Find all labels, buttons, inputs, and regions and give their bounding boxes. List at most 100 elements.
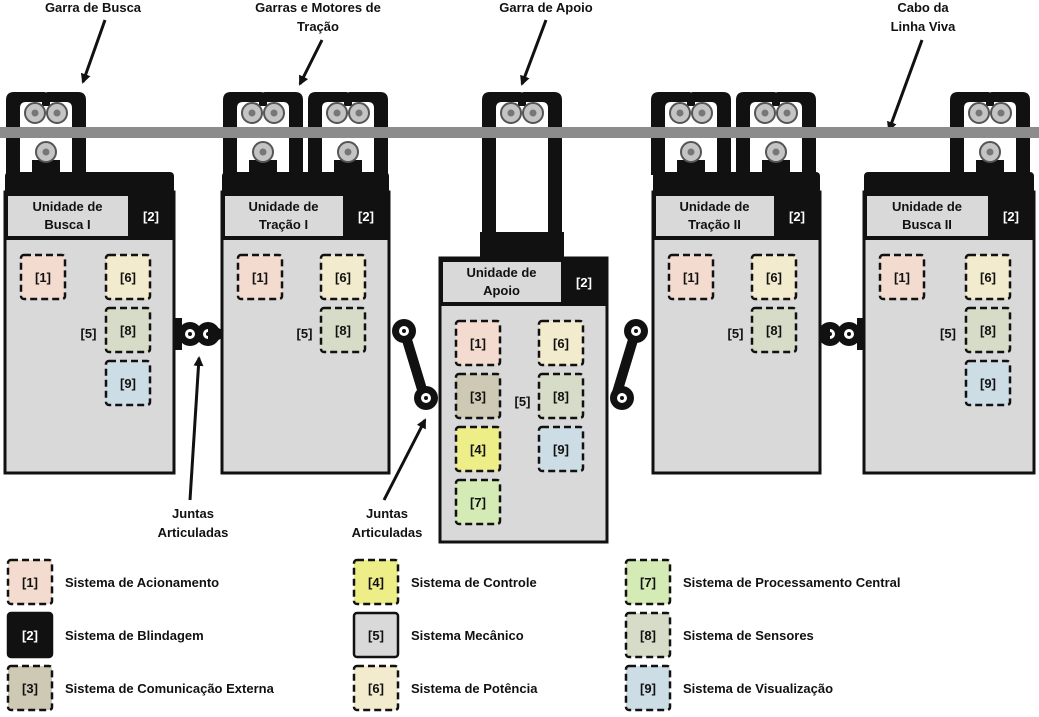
claw-right-arm: [261, 92, 303, 175]
claw-rollers: [24, 102, 68, 163]
unit-mechanical-code: [5]: [940, 326, 956, 341]
subsystem-box: [3]: [454, 372, 502, 420]
subsystem-box-frame: [104, 253, 152, 301]
claw-motor-post: [762, 160, 790, 175]
unit-shield-code: [2]: [789, 209, 805, 224]
subsystem-box-frame: [236, 253, 284, 301]
legend-swatch: [624, 558, 672, 606]
subsystem-box: [9]: [537, 425, 585, 473]
subsystem-box-frame: [964, 359, 1012, 407]
legend-label: Sistema de Processamento Central: [683, 575, 900, 590]
subsystem-code: [8]: [980, 323, 996, 338]
subsystem-code: [9]: [120, 376, 136, 391]
subsystem-box-frame: [104, 359, 152, 407]
upper-roller-right-hub: [270, 109, 278, 117]
subsystem-code: [6]: [335, 270, 351, 285]
claw-motor-post: [677, 160, 705, 175]
subsystem-box-frame: [19, 253, 67, 301]
upper-roller-left-hub: [761, 109, 769, 117]
legend-label: Sistema de Comunicação Externa: [65, 681, 275, 696]
upper-roller-right-hub: [997, 109, 1005, 117]
subsystem-box-frame: [454, 372, 502, 420]
subsystem-box: [1]: [454, 319, 502, 367]
subsystem-box-frame: [537, 425, 585, 473]
claw-right-arm: [689, 92, 731, 175]
upper-roller-right-hub: [783, 109, 791, 117]
subsystem-box-frame: [878, 253, 926, 301]
subsystem-code: [3]: [470, 389, 486, 404]
joint-pin-center: [402, 329, 406, 333]
subsystem-code: [7]: [470, 495, 486, 510]
claw-rollers: [669, 102, 713, 163]
legend-code: [8]: [640, 628, 656, 643]
unit-mechanical-code: [5]: [728, 326, 744, 341]
subsystem-box: [9]: [964, 359, 1012, 407]
legend-swatch: [352, 664, 400, 712]
upper-roller-right-hub: [529, 109, 537, 117]
traction-claws-arrow: [298, 39, 324, 86]
unit-title-line1: Unidade de: [679, 199, 749, 214]
gripper-claw: [6, 92, 86, 175]
legend-swatch: [624, 611, 672, 659]
claw-right-arm: [44, 92, 86, 175]
subsystem-box: [8]: [750, 306, 798, 354]
unit-mechanical-code: [5]: [297, 326, 313, 341]
subsystem-box: [6]: [750, 253, 798, 301]
subsystem-box-frame: [319, 253, 367, 301]
claw-left-arm: [651, 92, 693, 175]
subsystem-box: [6]: [319, 253, 367, 301]
legend-item: [3]Sistema de Comunicação Externa: [6, 664, 275, 712]
legend-item: [7] Sistema de Processamento Central: [624, 558, 900, 606]
subsystem-box: [4]: [454, 425, 502, 473]
joints-label-left-line1: Juntas: [172, 506, 214, 521]
live-line-cable: [0, 127, 1039, 138]
unit-title-box: [443, 262, 561, 302]
unit-title-line2: Tração I: [259, 217, 308, 232]
unit-top-housing: [222, 172, 389, 194]
legend-swatch: [6, 664, 54, 712]
claw-rollers: [968, 102, 1012, 163]
support-claw: [480, 92, 564, 262]
subsystem-box: [6]: [964, 253, 1012, 301]
upper-roller-left-hub: [676, 109, 684, 117]
legend-item: [6]Sistema de Potência: [352, 664, 538, 712]
legend-code: [7]: [640, 575, 656, 590]
claw-left-arm: [223, 92, 265, 175]
subsystem-box-frame: [454, 425, 502, 473]
legend-label: Sistema de Controle: [411, 575, 537, 590]
unit-top-housing: [653, 172, 820, 194]
claw-rollers: [241, 102, 285, 163]
claws-layer: [6, 92, 1030, 262]
subsystem-code: [6]: [553, 336, 569, 351]
gripper-claw: [308, 92, 388, 175]
subsystem-box: [8]: [964, 306, 1012, 354]
legend-code: [1]: [22, 575, 38, 590]
joint-pin-center: [620, 396, 624, 400]
lower-roller-hub: [687, 148, 695, 156]
lower-roller-hub: [259, 148, 267, 156]
subsystem-code: [8]: [120, 323, 136, 338]
joints-center-arrow: [382, 418, 427, 501]
joint-pin-center: [188, 332, 192, 336]
claw-motor-post: [334, 160, 362, 175]
joint-pin-center: [634, 329, 638, 333]
upper-roller-left-hub: [31, 109, 39, 117]
unit-title-line1: Unidade de: [248, 199, 318, 214]
subsystem-box-frame: [964, 306, 1012, 354]
unit-title-line2: Tração II: [688, 217, 741, 232]
unit-top-housing: [864, 172, 1034, 194]
legend-label: Sistema de Potência: [411, 681, 538, 696]
claw-rollers: [754, 102, 798, 163]
claw-rollers: [326, 102, 370, 163]
subsystem-code: [1]: [894, 270, 910, 285]
subsystem-code: [8]: [766, 323, 782, 338]
claw-left-arm: [308, 92, 350, 175]
unit-shield-code: [2]: [1003, 209, 1019, 224]
subsystem-box: [6]: [537, 319, 585, 367]
lower-roller-hub: [42, 148, 50, 156]
subsystem-code: [9]: [553, 442, 569, 457]
